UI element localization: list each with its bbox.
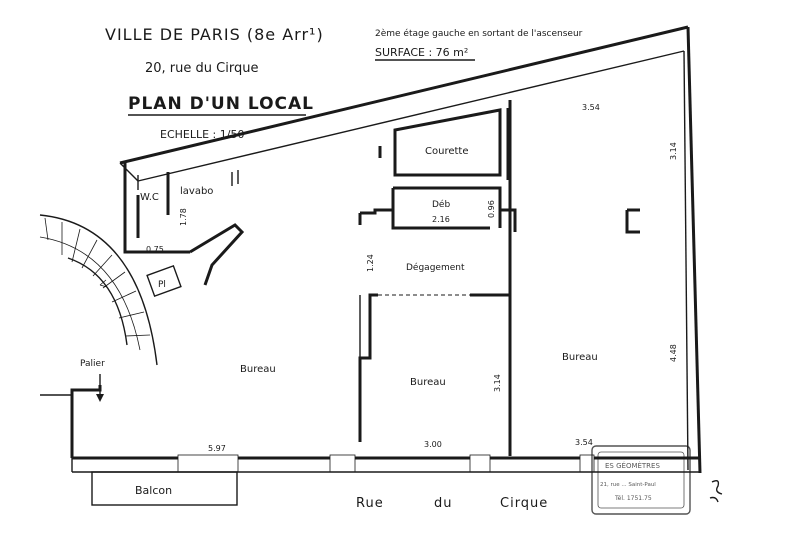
street-word-rue: Rue bbox=[356, 496, 384, 511]
building-walls bbox=[70, 25, 702, 474]
right-top-width-dim: 3.54 bbox=[582, 103, 600, 112]
palier-arrow-icon bbox=[96, 374, 104, 402]
wc-block: W.C lavabo 1.78 0.75 Pl bbox=[123, 162, 245, 298]
surface-label: SURFACE : 76 m² bbox=[375, 46, 468, 59]
deb-width-dim: 2.16 bbox=[432, 215, 450, 224]
wc-height-dim: 1.78 bbox=[179, 208, 188, 226]
stamp-line2: 21, rue ... Saint-Paul bbox=[600, 482, 656, 488]
stamp-line1: ES GÉOMÈTRES bbox=[605, 461, 660, 470]
bureau-middle-label: Bureau bbox=[410, 377, 446, 388]
scale-label: ECHELLE : 1/50 bbox=[160, 128, 244, 141]
debarras: Déb 2.16 0.96 bbox=[358, 186, 517, 232]
deb-height-dim: 0.96 bbox=[487, 200, 496, 218]
bureau-middle: Bureau 3.14 3.00 bbox=[358, 100, 512, 456]
surveyor-stamp: ES GÉOMÈTRES 21, rue ... Saint-Paul Tél.… bbox=[591, 445, 691, 515]
address: 20, rue du Cirque bbox=[145, 61, 258, 76]
wc-label: W.C bbox=[140, 192, 159, 203]
deb-label: Déb bbox=[432, 199, 450, 210]
lavabo-label: lavabo bbox=[180, 186, 213, 197]
bureau-right: Bureau 3.54 3.14 4.48 3.54 bbox=[562, 103, 678, 447]
degagement-label: Dégagement bbox=[406, 262, 465, 273]
right-height-dim: 4.48 bbox=[669, 344, 678, 362]
wc-width-dim: 0.75 bbox=[146, 245, 164, 254]
bureau-left-label: Bureau bbox=[240, 364, 276, 375]
degagement-height-dim: 1.24 bbox=[366, 254, 375, 272]
street-word-du: du bbox=[434, 496, 453, 511]
courette: Courette bbox=[378, 108, 510, 180]
floor-note: 2ème étage gauche en sortant de l'ascens… bbox=[375, 28, 583, 39]
stamp-line3: Tél. 1751.75 bbox=[614, 495, 652, 502]
balcony: Balcon bbox=[91, 471, 238, 506]
staircase bbox=[39, 214, 158, 396]
right-width-dim: 3.54 bbox=[575, 438, 593, 447]
city-title: VILLE DE PARIS (8e Arr¹) bbox=[105, 25, 324, 44]
pl-label: Pl bbox=[158, 280, 166, 290]
palier-label: Palier bbox=[80, 359, 105, 369]
balcony-label: Balcon bbox=[135, 484, 172, 497]
middle-height-dim: 3.14 bbox=[493, 374, 502, 392]
street-word-cirque: Cirque bbox=[500, 496, 548, 511]
courette-label: Courette bbox=[425, 146, 468, 157]
scribble-mark bbox=[709, 479, 723, 503]
bureau-right-label: Bureau bbox=[562, 352, 598, 363]
plan-title: PLAN D'UN LOCAL bbox=[128, 94, 314, 114]
left-width-dim: 5.97 bbox=[208, 444, 226, 453]
middle-width-dim: 3.00 bbox=[424, 440, 442, 449]
right-top-height-dim: 3.14 bbox=[669, 142, 678, 160]
